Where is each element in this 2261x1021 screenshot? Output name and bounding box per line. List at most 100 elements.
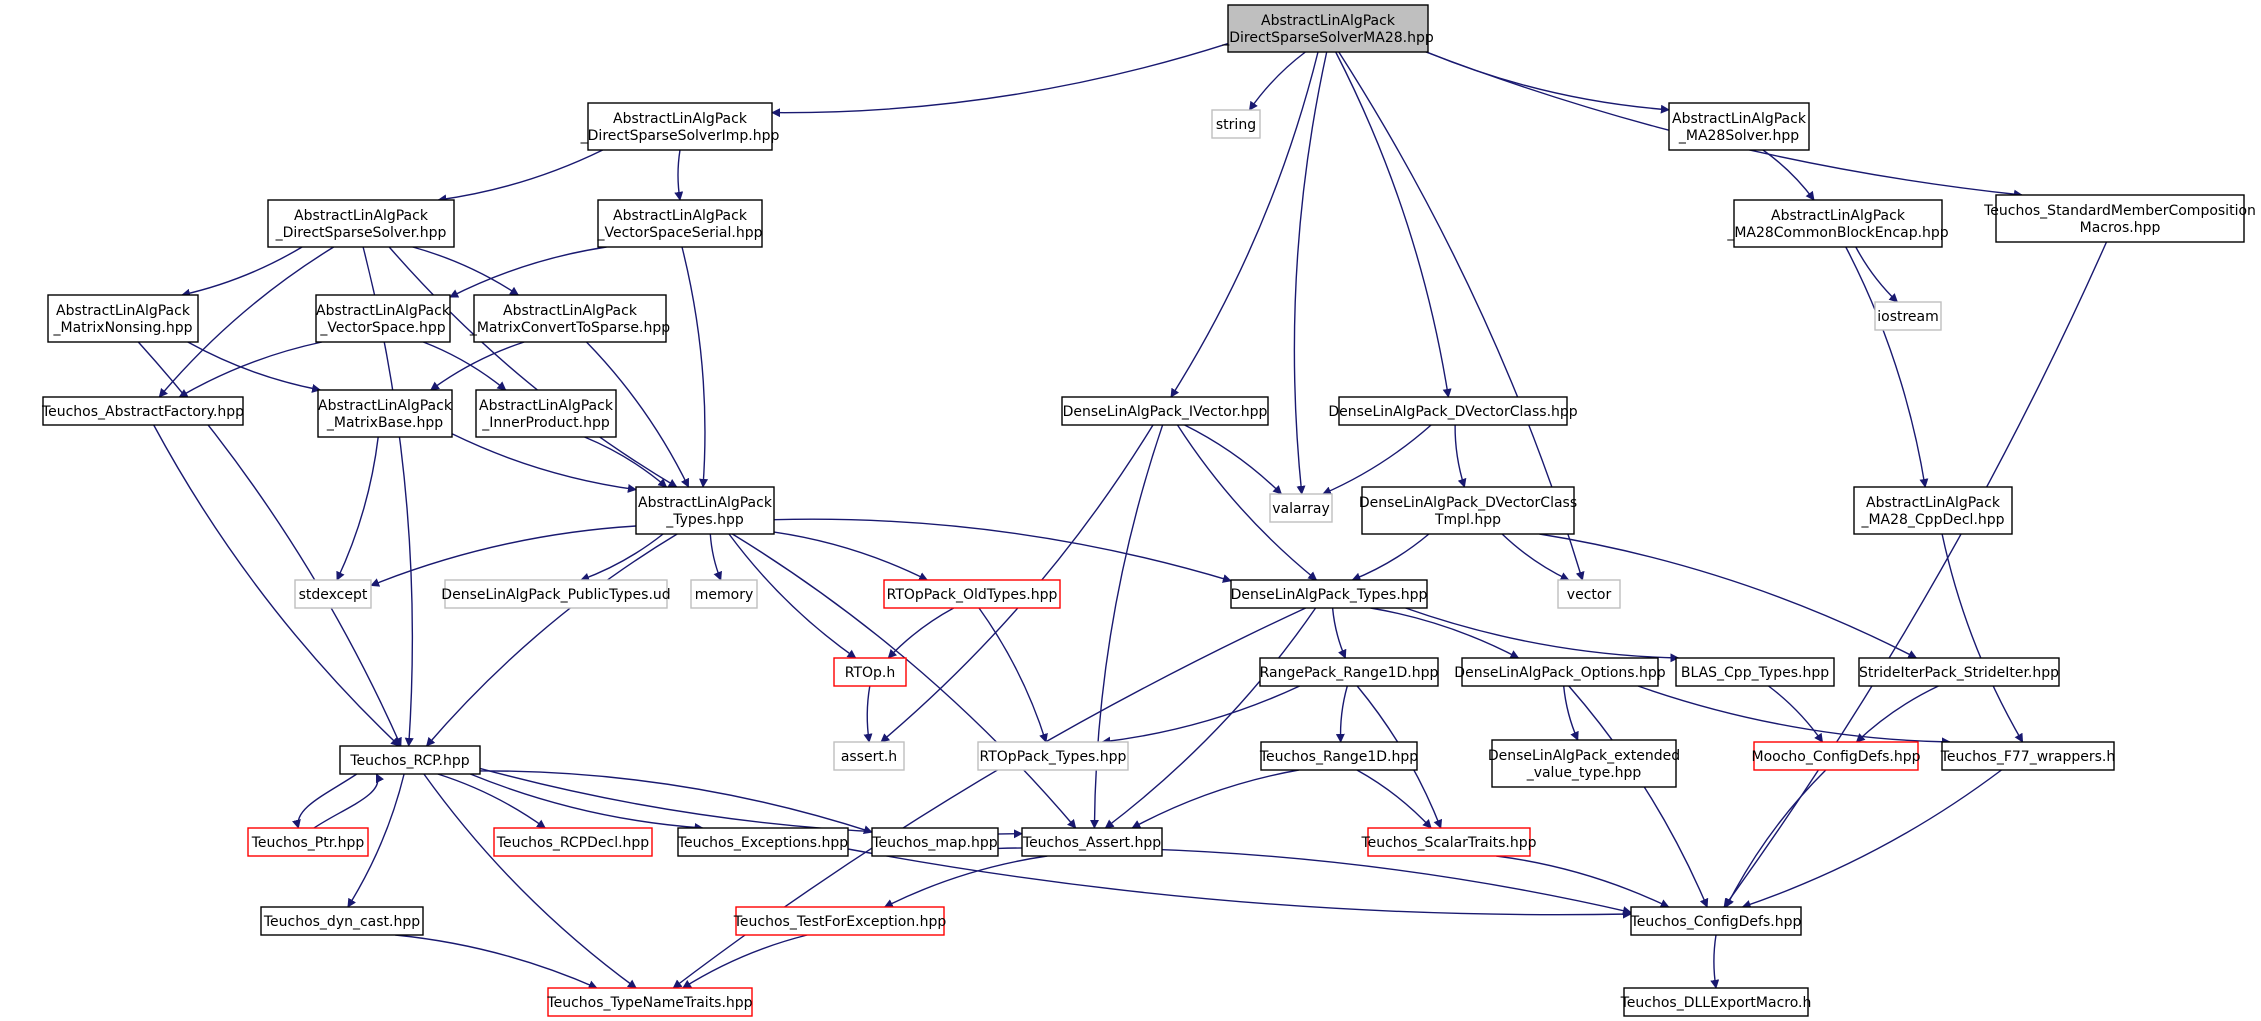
- node-box-ma28solver[interactable]: [1668, 102, 1810, 151]
- node-stdmember[interactable]: Teuchos_StandardMemberCompositionMacros.…: [1983, 194, 2256, 243]
- node-box-dltypes[interactable]: [1230, 579, 1428, 609]
- node-dss[interactable]: AbstractLinAlgPack_DirectSparseSolver.hp…: [267, 199, 455, 248]
- node-types[interactable]: AbstractLinAlgPack_Types.hpp: [635, 486, 775, 535]
- node-exceptions[interactable]: Teuchos_Exceptions.hpp: [677, 827, 849, 857]
- node-box-dvectmpl[interactable]: [1361, 486, 1575, 535]
- node-box-rtopold[interactable]: [883, 579, 1061, 609]
- node-box-trange1d[interactable]: [1260, 741, 1418, 771]
- node-box-root[interactable]: [1227, 4, 1429, 53]
- node-box-scalar[interactable]: [1367, 827, 1531, 857]
- node-range1d[interactable]: RangePack_Range1D.hpp: [1259, 657, 1439, 687]
- node-trange1d[interactable]: Teuchos_Range1D.hpp: [1259, 741, 1418, 771]
- node-box-vss[interactable]: [597, 199, 763, 248]
- node-box-dllexport[interactable]: [1623, 987, 1809, 1017]
- node-box-stdexcept[interactable]: [294, 579, 372, 609]
- node-dssimp[interactable]: AbstractLinAlgPack_DirectSparseSolverImp…: [580, 102, 780, 151]
- node-dltypes[interactable]: DenseLinAlgPack_Types.hpp: [1230, 579, 1428, 609]
- node-box-dss[interactable]: [267, 199, 455, 248]
- node-box-vector[interactable]: [1557, 579, 1621, 609]
- node-box-matnonsing[interactable]: [47, 294, 199, 343]
- node-box-types[interactable]: [635, 486, 775, 535]
- node-box-dvecclass[interactable]: [1338, 396, 1568, 426]
- node-box-ivector[interactable]: [1061, 396, 1269, 426]
- node-f77[interactable]: Teuchos_F77_wrappers.h: [1940, 741, 2116, 771]
- node-stdexcept[interactable]: stdexcept: [294, 579, 372, 609]
- node-scalar[interactable]: Teuchos_ScalarTraits.hpp: [1360, 827, 1537, 857]
- node-box-blas[interactable]: [1675, 657, 1835, 687]
- node-box-moocho[interactable]: [1753, 741, 1919, 771]
- node-box-rtoptypes[interactable]: [977, 741, 1129, 771]
- node-box-iostream[interactable]: [1874, 301, 1942, 331]
- node-box-innerprod[interactable]: [475, 389, 617, 438]
- node-box-tmap[interactable]: [871, 827, 999, 857]
- node-dloptions[interactable]: DenseLinAlgPack_Options.hpp: [1454, 657, 1666, 687]
- node-ma28solver[interactable]: AbstractLinAlgPack_MA28Solver.hpp: [1668, 102, 1810, 151]
- node-dvecclass[interactable]: DenseLinAlgPack_DVectorClass.hpp: [1328, 396, 1578, 426]
- node-valarray[interactable]: valarray: [1269, 493, 1333, 523]
- node-blas[interactable]: BLAS_Cpp_Types.hpp: [1675, 657, 1835, 687]
- node-box-memory[interactable]: [690, 579, 758, 609]
- node-box-f77[interactable]: [1941, 741, 2115, 771]
- node-box-vecspace[interactable]: [315, 294, 451, 343]
- node-box-typename[interactable]: [547, 987, 753, 1017]
- node-box-stdmember[interactable]: [1995, 194, 2245, 243]
- node-vector[interactable]: vector: [1557, 579, 1621, 609]
- node-vecspace[interactable]: AbstractLinAlgPack_VectorSpace.hpp: [315, 294, 451, 343]
- node-tmap[interactable]: Teuchos_map.hpp: [871, 827, 999, 857]
- node-moocho[interactable]: Moocho_ConfigDefs.hpp: [1752, 741, 1921, 771]
- node-box-dyncast[interactable]: [260, 906, 424, 936]
- node-box-matconv[interactable]: [473, 294, 667, 343]
- node-matnonsing[interactable]: AbstractLinAlgPack_MatrixNonsing.hpp: [47, 294, 199, 343]
- node-dyncast[interactable]: Teuchos_dyn_cast.hpp: [260, 906, 424, 936]
- node-pubtypes[interactable]: DenseLinAlgPack_PublicTypes.ud: [441, 579, 671, 609]
- node-box-absfact[interactable]: [42, 396, 244, 426]
- node-box-rcp[interactable]: [339, 745, 481, 775]
- node-box-rtoph[interactable]: [833, 657, 907, 687]
- node-ptr[interactable]: Teuchos_Ptr.hpp: [247, 827, 369, 857]
- node-box-strideiter[interactable]: [1858, 657, 2060, 687]
- node-box-valarray[interactable]: [1269, 493, 1333, 523]
- node-rtoptypes[interactable]: RTOpPack_Types.hpp: [977, 741, 1129, 771]
- node-box-ptr[interactable]: [247, 827, 369, 857]
- node-iostream[interactable]: iostream: [1874, 301, 1942, 331]
- node-rtoph[interactable]: RTOp.h: [833, 657, 907, 687]
- node-memory[interactable]: memory: [690, 579, 758, 609]
- node-box-configdefs[interactable]: [1630, 906, 1802, 936]
- node-root[interactable]: AbstractLinAlgPack_DirectSparseSolverMA2…: [1221, 4, 1434, 53]
- node-box-string[interactable]: [1211, 109, 1261, 139]
- node-rtopold[interactable]: RTOpPack_OldTypes.hpp: [883, 579, 1061, 609]
- node-rcpdecl[interactable]: Teuchos_RCPDecl.hpp: [493, 827, 653, 857]
- node-vss[interactable]: AbstractLinAlgPack_VectorSpaceSerial.hpp: [597, 199, 763, 248]
- node-box-testexc[interactable]: [735, 906, 945, 936]
- node-configdefs[interactable]: Teuchos_ConfigDefs.hpp: [1630, 906, 1802, 936]
- node-ma28cpp[interactable]: AbstractLinAlgPack_MA28_CppDecl.hpp: [1853, 486, 2013, 535]
- node-dllexport[interactable]: Teuchos_DLLExportMacro.h: [1620, 987, 1812, 1017]
- node-rcp[interactable]: Teuchos_RCP.hpp: [339, 745, 481, 775]
- node-box-ma28cpp[interactable]: [1853, 486, 2013, 535]
- node-innerprod[interactable]: AbstractLinAlgPack_InnerProduct.hpp: [475, 389, 617, 438]
- node-box-pubtypes[interactable]: [444, 579, 668, 609]
- node-box-dssimp[interactable]: [587, 102, 773, 151]
- node-box-dloptions[interactable]: [1461, 657, 1659, 687]
- node-box-matbase[interactable]: [317, 389, 453, 438]
- node-box-tassert[interactable]: [1021, 827, 1163, 857]
- node-tassert[interactable]: Teuchos_Assert.hpp: [1021, 827, 1163, 857]
- node-asserth[interactable]: assert.h: [833, 741, 905, 771]
- node-box-asserth[interactable]: [833, 741, 905, 771]
- node-typename[interactable]: Teuchos_TypeNameTraits.hpp: [546, 987, 753, 1017]
- node-box-rcpdecl[interactable]: [493, 827, 653, 857]
- node-matbase[interactable]: AbstractLinAlgPack_MatrixBase.hpp: [317, 389, 453, 438]
- node-matconv[interactable]: AbstractLinAlgPack_MatrixConvertToSparse…: [469, 294, 670, 343]
- node-strideiter[interactable]: StrideIterPack_StrideIter.hpp: [1858, 657, 2060, 687]
- node-box-ma28cbe[interactable]: [1733, 199, 1943, 248]
- node-absfact[interactable]: Teuchos_AbstractFactory.hpp: [41, 396, 244, 426]
- node-box-range1d[interactable]: [1259, 657, 1439, 687]
- node-testexc[interactable]: Teuchos_TestForException.hpp: [733, 906, 947, 936]
- node-box-exceptions[interactable]: [677, 827, 849, 857]
- node-box-extval[interactable]: [1491, 739, 1677, 788]
- node-ivector[interactable]: DenseLinAlgPack_IVector.hpp: [1061, 396, 1269, 426]
- node-extval[interactable]: DenseLinAlgPack_extended_value_type.hpp: [1488, 739, 1680, 788]
- node-ma28cbe[interactable]: AbstractLinAlgPack_MA28CommonBlockEncap.…: [1726, 199, 1949, 248]
- node-string[interactable]: string: [1211, 109, 1261, 139]
